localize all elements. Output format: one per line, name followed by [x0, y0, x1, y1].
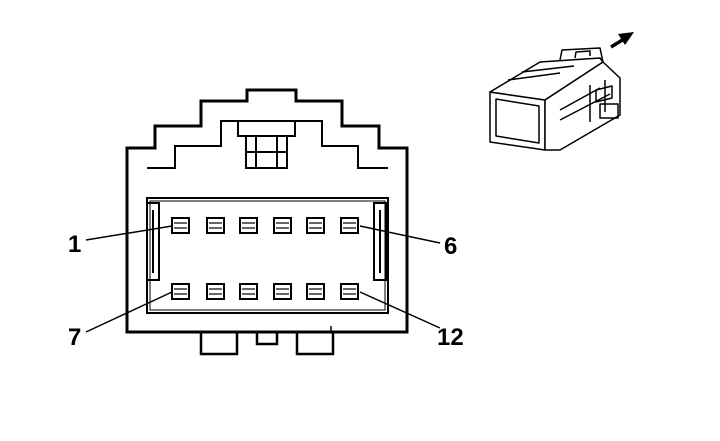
- latch: [237, 120, 296, 169]
- pin-terminal-10: [273, 283, 292, 300]
- pin-terminal-11: [306, 283, 325, 300]
- pin-cavity: [146, 197, 389, 314]
- pin-terminal-1: [171, 217, 190, 234]
- side-guide-right: [373, 202, 387, 281]
- leader-pin-6: [359, 225, 441, 244]
- side-guide-left: [146, 202, 160, 281]
- pin-terminal-4: [273, 217, 292, 234]
- pin-terminal-2: [206, 217, 225, 234]
- connector-3d-icon: [489, 47, 621, 151]
- pin-label-1: 1: [68, 231, 81, 258]
- pin-label-6: 6: [444, 233, 457, 260]
- direction-arrow-icon: [610, 32, 634, 49]
- bottom-keys: [199, 332, 335, 356]
- connector-housing-inner-step: [147, 120, 388, 169]
- pin-terminals: [171, 217, 359, 300]
- pin-label-7: 7: [68, 324, 81, 351]
- pin-terminal-12: [340, 283, 359, 300]
- pin-terminal-6: [340, 217, 359, 234]
- pin-terminal-9: [239, 283, 258, 300]
- pin-terminal-5: [306, 217, 325, 234]
- pin-terminal-3: [239, 217, 258, 234]
- leader-lines: [85, 225, 441, 333]
- leader-pin-12: [359, 291, 441, 329]
- leader-pin-1: [85, 225, 173, 241]
- leader-pin-7: [85, 291, 173, 333]
- pin-terminal-7: [171, 283, 190, 300]
- pin-label-12: 12: [437, 324, 464, 351]
- pin-terminal-8: [206, 283, 225, 300]
- connector-housing-outer: [125, 88, 409, 334]
